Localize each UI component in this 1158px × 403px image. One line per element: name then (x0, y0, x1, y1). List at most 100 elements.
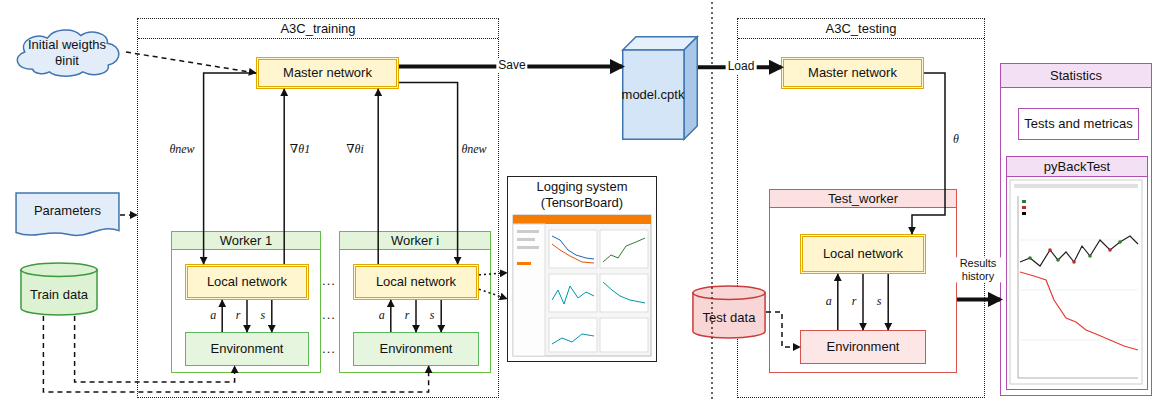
drawing-part (1020, 236, 1138, 266)
network-box: Local network (185, 264, 309, 300)
drawing-part (1018, 378, 1138, 379)
header-strip: Worker i (340, 232, 490, 250)
header-label: pyBackTest (1044, 159, 1110, 175)
header-label: Statistics (1050, 68, 1102, 84)
header-strip: Logging system (TensorBoard) (508, 177, 656, 213)
connector-solid (912, 73, 945, 234)
drawing-part (1018, 340, 1138, 341)
node-label: Local network (376, 274, 456, 290)
drawing-part (600, 274, 648, 312)
drawing-part (1118, 240, 1122, 244)
drawing-part (1022, 200, 1026, 203)
drawing-part (1020, 272, 1138, 350)
node-label: model.cptk (622, 73, 699, 103)
node-label: Parameters (34, 203, 101, 227)
group-box: A3C_trainingMaster networkWorker 1 Local … (137, 18, 499, 398)
drawing-part (1028, 256, 1032, 260)
drawing-part (513, 224, 545, 356)
divider-line (711, 2, 713, 401)
drawing-part (1048, 248, 1112, 264)
environment-box: Environment (353, 332, 479, 366)
edge-label: θnew (167, 143, 196, 157)
edge-label: θnew (459, 143, 488, 157)
drawing-part (552, 244, 594, 263)
connector-dash (120, 214, 137, 216)
node-label: Local network (823, 246, 903, 262)
edge-label: r (403, 309, 412, 323)
header-label: Test_worker (828, 191, 898, 207)
edge-label: Load (726, 60, 757, 74)
connector-solid (887, 274, 889, 330)
node-label: Train data (30, 275, 88, 303)
drawing-part (513, 215, 651, 356)
drawing-part (552, 334, 594, 344)
connector-solid (440, 300, 442, 332)
network-box: Master network (781, 57, 924, 89)
header-label: Worker i (391, 233, 439, 249)
ellipsis-label: ... (322, 341, 336, 356)
model-cube: model.cptk (622, 36, 698, 140)
drawing-part (513, 215, 651, 224)
ellipsis-label: ... (322, 273, 336, 288)
drawing-part (552, 236, 594, 259)
header-label: A3C_testing (826, 21, 897, 37)
backtest-chart (1010, 180, 1142, 384)
drawing-part (1010, 180, 1142, 384)
drawing-part (1028, 240, 1122, 262)
connector-dot (479, 273, 507, 275)
connector-dash (75, 316, 235, 382)
drawing-part (517, 238, 535, 241)
connector-dot (479, 289, 507, 299)
connector-solid (399, 83, 458, 264)
header-label: Worker 1 (220, 233, 273, 249)
network-box: Local network (800, 234, 926, 274)
drawing-part (603, 238, 645, 262)
shape-part (17, 30, 119, 76)
edge-label: a (824, 295, 834, 309)
shape-part (693, 286, 765, 300)
connector-solid (283, 89, 285, 264)
connector-dash (126, 52, 256, 73)
drawing-part (552, 286, 594, 304)
drawing-part (600, 318, 648, 352)
connector-solid (390, 300, 392, 332)
node-label: Environment (211, 341, 284, 357)
edge-label: s (428, 309, 437, 323)
ellipsis-label: ... (322, 307, 336, 322)
drawing-part (1014, 184, 1138, 188)
node-label: Master network (283, 65, 372, 81)
node-label: Master network (808, 65, 897, 81)
connector-dash (43, 316, 428, 392)
edge-label: ∇θi (344, 143, 366, 157)
drawing-part (1108, 248, 1112, 252)
connector-solid (862, 274, 864, 330)
database-cylinder: Train data (20, 262, 98, 316)
node-label: Initial weigths θinit (21, 35, 113, 68)
environment-box: Environment (800, 330, 926, 364)
drawing-part (549, 230, 597, 268)
edge-label: r (850, 295, 859, 309)
header-strip: A3C_training (138, 19, 498, 39)
header-strip: Worker 1 (172, 232, 320, 250)
drawing-part (1018, 290, 1138, 291)
drawing-part (1056, 258, 1060, 262)
tensorboard-screenshot (513, 215, 651, 356)
worker-box: Worker i Local networkEnvironment (339, 231, 491, 373)
header-strip: Test_worker (770, 190, 956, 208)
connector-solid (204, 73, 256, 264)
shape-part (21, 263, 97, 277)
drawing-part (603, 282, 645, 303)
header-label: A3C_training (280, 21, 355, 37)
connector-solid (837, 274, 839, 330)
node-label: Environment (827, 339, 900, 355)
connector-dash (766, 312, 800, 347)
connector-solid (415, 300, 417, 332)
drawing-part (549, 274, 597, 312)
header-strip: A3C_testing (738, 19, 984, 39)
edge-label: Save (496, 59, 527, 73)
drawing-part (1022, 206, 1026, 209)
network-box: Local network (353, 264, 479, 300)
document-shape: Parameters (15, 192, 120, 238)
environment-box: Environment (185, 332, 309, 366)
node-label: Test data (703, 298, 756, 326)
